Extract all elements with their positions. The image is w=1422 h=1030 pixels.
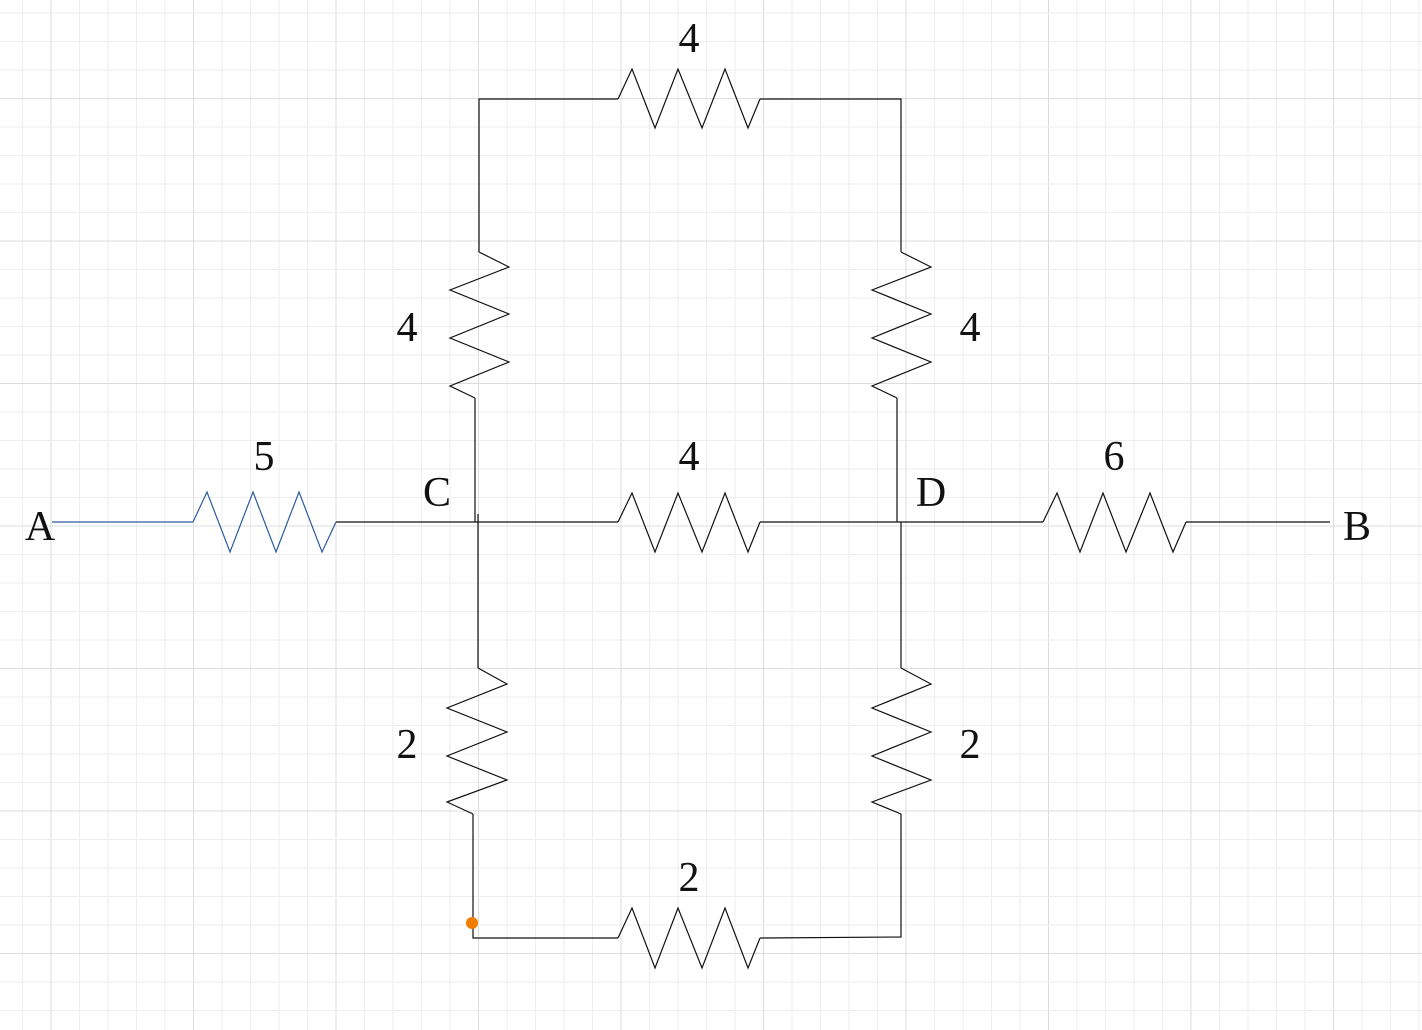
- resistor-top[interactable]: [617, 67, 761, 130]
- resistor-label-bottom: 2: [679, 855, 700, 901]
- wire-bottom-left[interactable]: [472, 814, 618, 939]
- node-label-a: A: [25, 504, 56, 550]
- resistor-label-d-b: 6: [1104, 434, 1125, 480]
- resistor-label-a-c: 5: [254, 434, 275, 480]
- wire-top-left[interactable]: [478, 98, 618, 252]
- resistor-d-upper[interactable]: [870, 251, 933, 399]
- resistor-label-d-upper: 4: [960, 305, 981, 351]
- node-label-b: B: [1343, 504, 1371, 550]
- selection-handle[interactable]: [466, 917, 478, 929]
- resistor-d-b[interactable]: [1042, 491, 1187, 554]
- resistor-label-c-lower: 2: [397, 722, 418, 768]
- resistor-c-d[interactable]: [617, 491, 761, 554]
- resistor-c-lower[interactable]: [445, 667, 509, 815]
- wire-top-right[interactable]: [760, 98, 902, 252]
- resistor-a-c[interactable]: [192, 490, 337, 554]
- resistor-label-c-upper: 4: [397, 305, 418, 351]
- resistor-label-d-lower: 2: [960, 722, 981, 768]
- resistor-label-top: 4: [679, 16, 700, 62]
- resistors: [192, 67, 1187, 970]
- resistor-bottom[interactable]: [617, 906, 761, 970]
- labels: A B C D 5 4 4 4 4 6 2 2 2: [25, 16, 1371, 901]
- circuit-wires: [52, 98, 1330, 939]
- resistor-label-c-d: 4: [679, 434, 700, 480]
- resistor-d-lower[interactable]: [870, 667, 933, 815]
- node-label-d: D: [916, 470, 946, 516]
- node-label-c: C: [423, 470, 451, 516]
- resistor-c-upper[interactable]: [448, 251, 511, 399]
- wire-bottom-right[interactable]: [759, 814, 902, 939]
